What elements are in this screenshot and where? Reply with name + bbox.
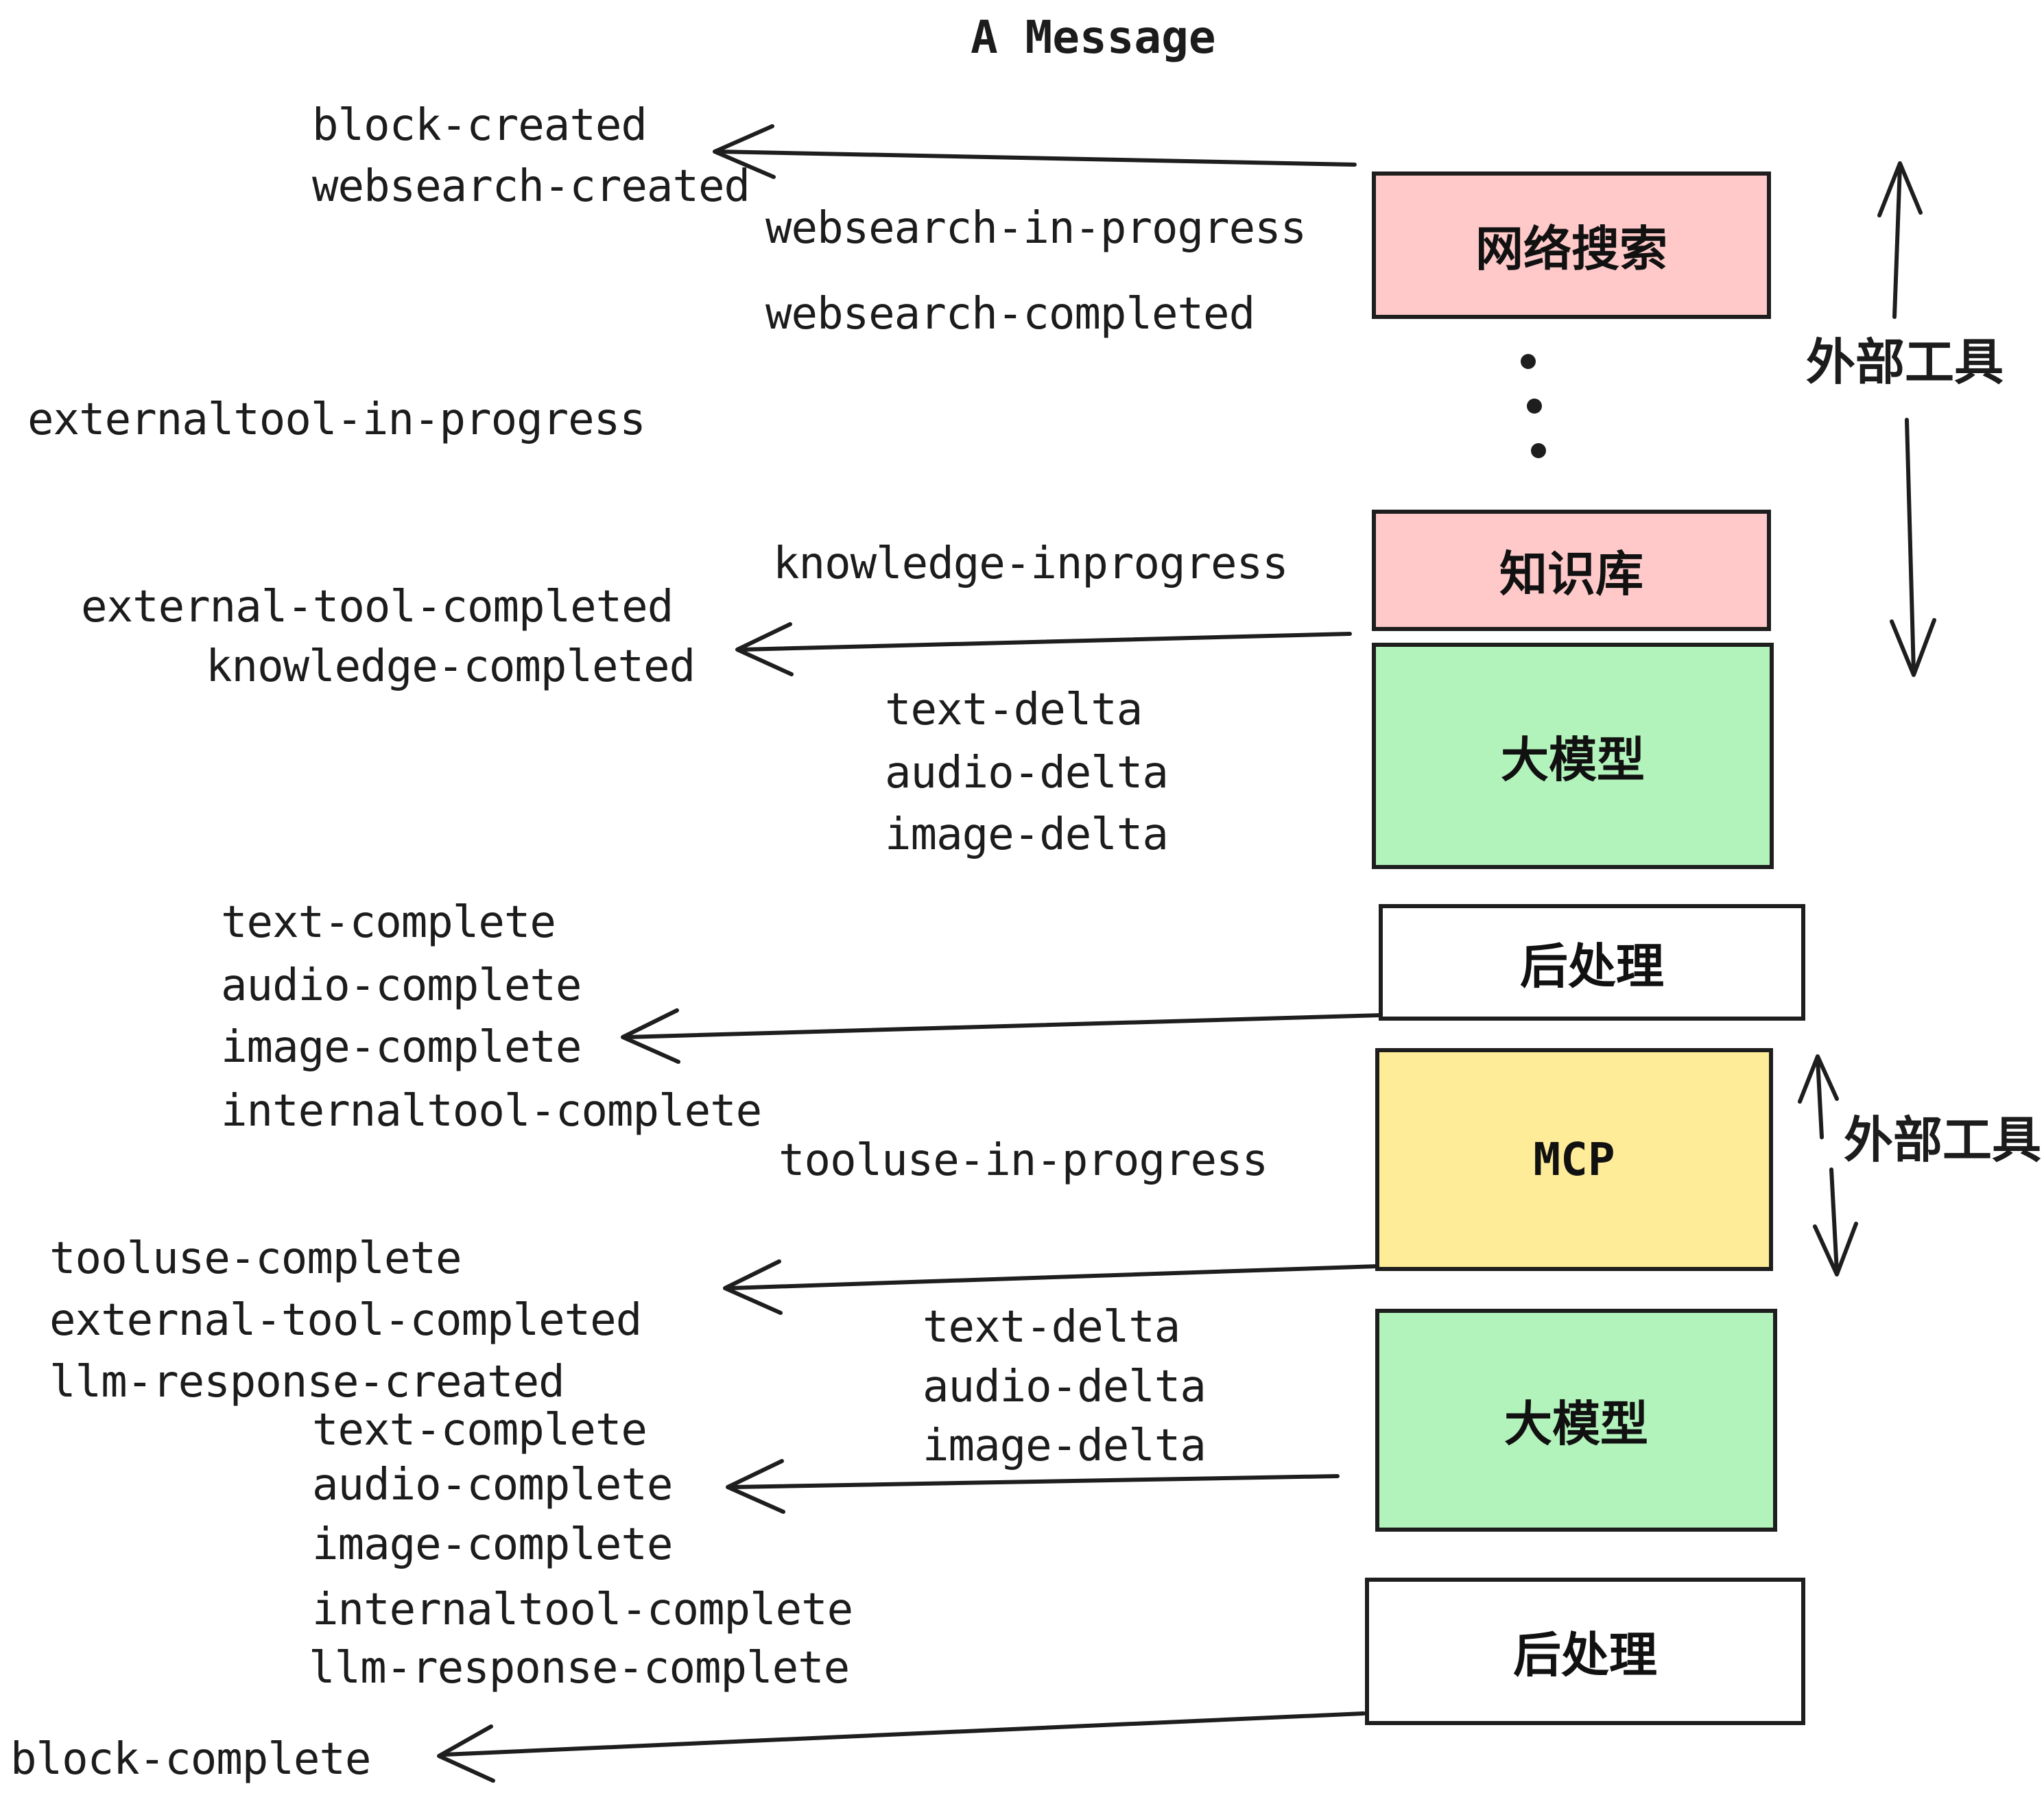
- diagram-title: A Message: [971, 11, 1216, 64]
- event-websearch-created: websearch-created: [312, 161, 750, 212]
- arrow-to-websearch-created: [713, 124, 1357, 179]
- node-llm-1: 大模型: [1372, 643, 1774, 869]
- event-audio-complete-2: audio-complete: [312, 1460, 673, 1510]
- event-llm-response-complete: llm-response-complete: [309, 1643, 850, 1694]
- event-text-complete-1: text-complete: [221, 897, 556, 948]
- node-websearch-label: 网络搜索: [1475, 221, 1667, 277]
- node-llm-1-label: 大模型: [1501, 731, 1645, 788]
- external-tools-up-arrow-2: [1798, 1054, 1839, 1139]
- arrow-to-image-complete: [621, 1008, 1383, 1064]
- side-label-external-tools-1: 外部工具: [1806, 333, 2004, 391]
- event-llm-response-created: llm-response-created: [49, 1357, 565, 1408]
- event-external-tool-completed-2: external-tool-completed: [49, 1295, 642, 1346]
- event-audio-complete-1: audio-complete: [221, 960, 582, 1011]
- node-postprocess-2: 后处理: [1365, 1578, 1805, 1725]
- node-mcp-label: MCP: [1533, 1133, 1615, 1186]
- event-knowledge-completed: knowledge-completed: [206, 641, 696, 692]
- node-knowledge: 知识库: [1372, 510, 1771, 631]
- node-postprocess-1: 后处理: [1379, 904, 1805, 1021]
- event-externaltool-in-progress: externaltool-in-progress: [27, 394, 646, 445]
- external-tools-down-arrow-2: [1813, 1167, 1858, 1277]
- event-block-complete: block-complete: [10, 1734, 371, 1785]
- external-tools-down-arrow-1: [1890, 418, 1936, 677]
- event-external-tool-completed: external-tool-completed: [81, 582, 674, 632]
- event-internaltool-complete-2: internaltool-complete: [312, 1585, 853, 1635]
- event-block-created: block-created: [312, 100, 647, 151]
- arrow-to-block-complete: [437, 1711, 1366, 1783]
- event-tooluse-in-progress: tooluse-in-progress: [779, 1135, 1268, 1186]
- node-postprocess-1-label: 后处理: [1520, 938, 1664, 995]
- event-image-delta-1: image-delta: [885, 809, 1169, 860]
- node-postprocess-2-label: 后处理: [1513, 1627, 1657, 1683]
- event-image-delta-2: image-delta: [923, 1421, 1207, 1471]
- side-label-external-tools-2: 外部工具: [1844, 1111, 2042, 1169]
- event-websearch-in-progress: websearch-in-progress: [765, 203, 1307, 254]
- event-internaltool-complete-1: internaltool-complete: [221, 1086, 762, 1137]
- event-audio-delta-1: audio-delta: [885, 748, 1169, 798]
- arrow-to-knowledge-completed: [735, 622, 1352, 676]
- external-tools-up-arrow-1: [1877, 161, 1923, 319]
- event-tooluse-complete: tooluse-complete: [49, 1233, 462, 1284]
- vertical-ellipsis-icon: [1521, 354, 1546, 458]
- node-llm-2-label: 大模型: [1504, 1396, 1648, 1452]
- node-llm-2: 大模型: [1375, 1309, 1777, 1532]
- event-knowledge-inprogress: knowledge-inprogress: [773, 538, 1289, 589]
- event-image-complete-2: image-complete: [312, 1519, 673, 1570]
- event-text-delta-1: text-delta: [885, 685, 1143, 735]
- node-websearch: 网络搜索: [1372, 171, 1771, 319]
- event-text-complete-2: text-complete: [312, 1405, 647, 1456]
- event-audio-delta-2: audio-delta: [923, 1362, 1207, 1412]
- event-websearch-completed: websearch-completed: [765, 289, 1255, 340]
- node-knowledge-label: 知识库: [1499, 546, 1643, 602]
- event-image-complete-1: image-complete: [221, 1022, 582, 1073]
- event-text-delta-2: text-delta: [923, 1302, 1180, 1353]
- node-mcp: MCP: [1375, 1048, 1773, 1271]
